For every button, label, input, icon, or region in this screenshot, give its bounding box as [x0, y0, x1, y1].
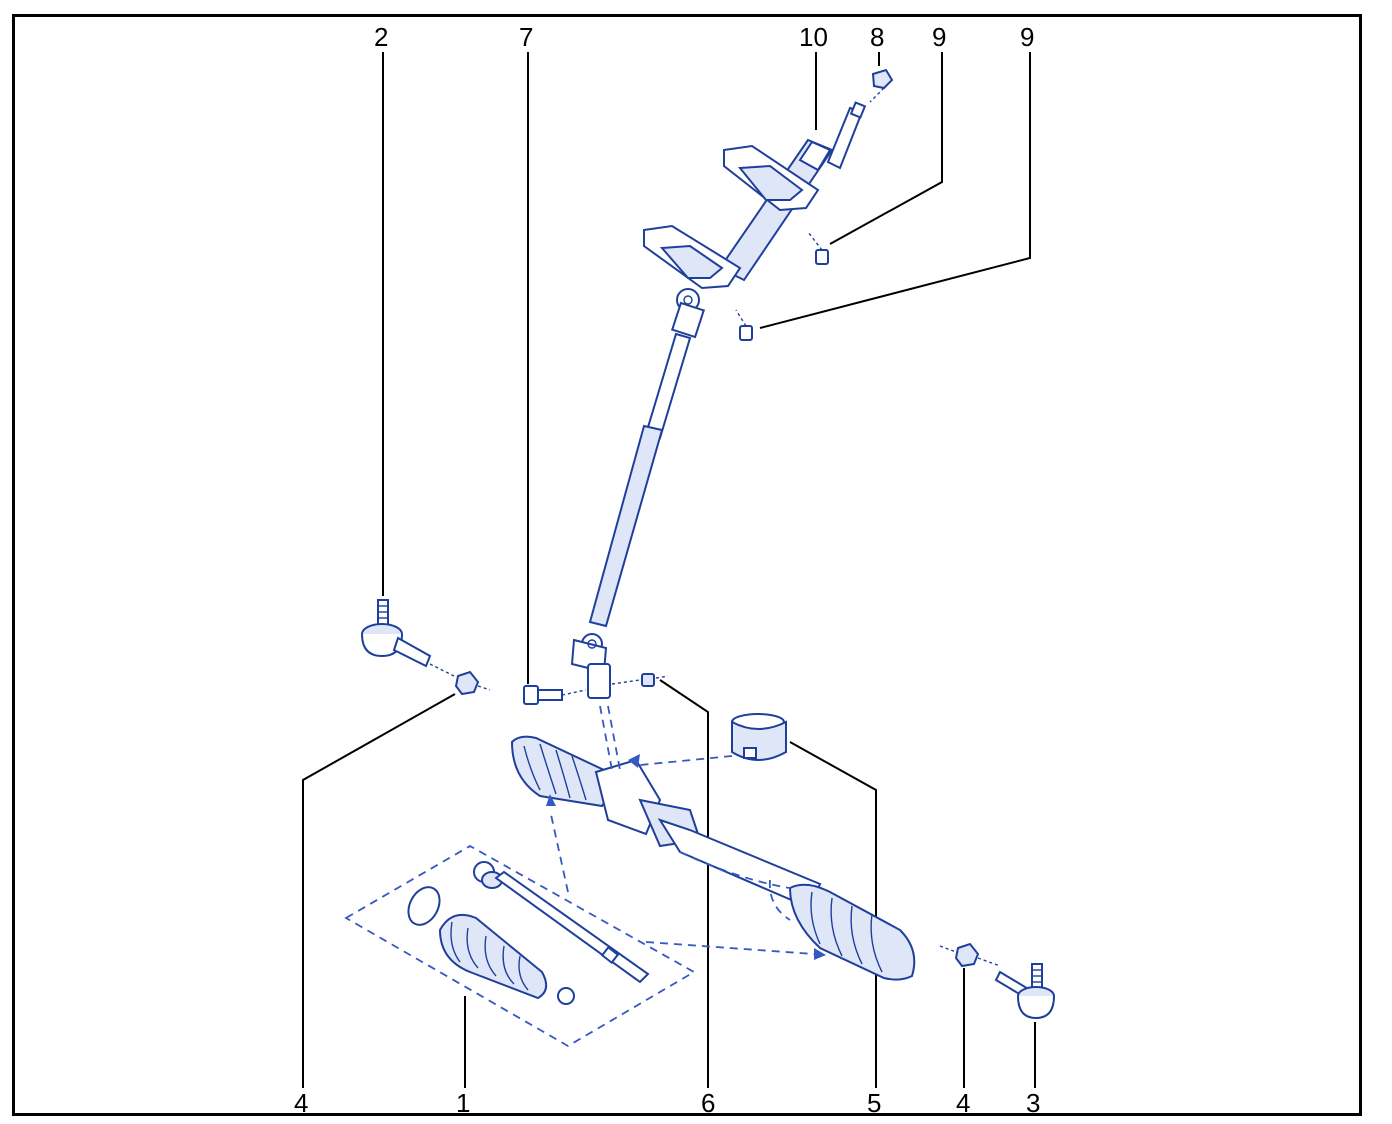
diagram-frame — [12, 14, 1362, 1116]
callout-label-5: 5 — [867, 1088, 881, 1118]
nut-part-6 — [611, 673, 669, 687]
callout-label-8: 8 — [870, 22, 884, 52]
pinch-bolt-part-7 — [523, 685, 587, 705]
assembly-path-lines — [546, 705, 826, 960]
mount-cushion-part-5 — [629, 713, 787, 767]
nut-part-4-left — [429, 663, 491, 696]
inner-tie-rod-kit — [344, 844, 696, 1048]
callout-label-3: 3 — [1026, 1088, 1040, 1118]
intermediate-shaft — [570, 332, 692, 699]
leader-lines — [302, 52, 1036, 1088]
callout-label-1: 1 — [456, 1088, 470, 1118]
callout-label-4-left: 4 — [294, 1088, 308, 1118]
callout-label-6: 6 — [701, 1088, 715, 1118]
bolts-part-9 — [735, 231, 829, 341]
callout-label-9-lower: 9 — [1020, 22, 1034, 52]
nut-part-8 — [869, 68, 894, 103]
callout-label-2: 2 — [374, 22, 388, 52]
callout-label-7: 7 — [519, 22, 533, 52]
steering-gear-rack — [510, 735, 916, 981]
steering-column — [643, 101, 867, 339]
callout-label-4-right: 4 — [956, 1088, 970, 1118]
callout-label-10: 10 — [799, 22, 828, 52]
tie-rod-end-left — [361, 599, 432, 668]
callout-label-9-upper: 9 — [932, 22, 946, 52]
tie-rod-end-right — [939, 942, 1055, 1020]
